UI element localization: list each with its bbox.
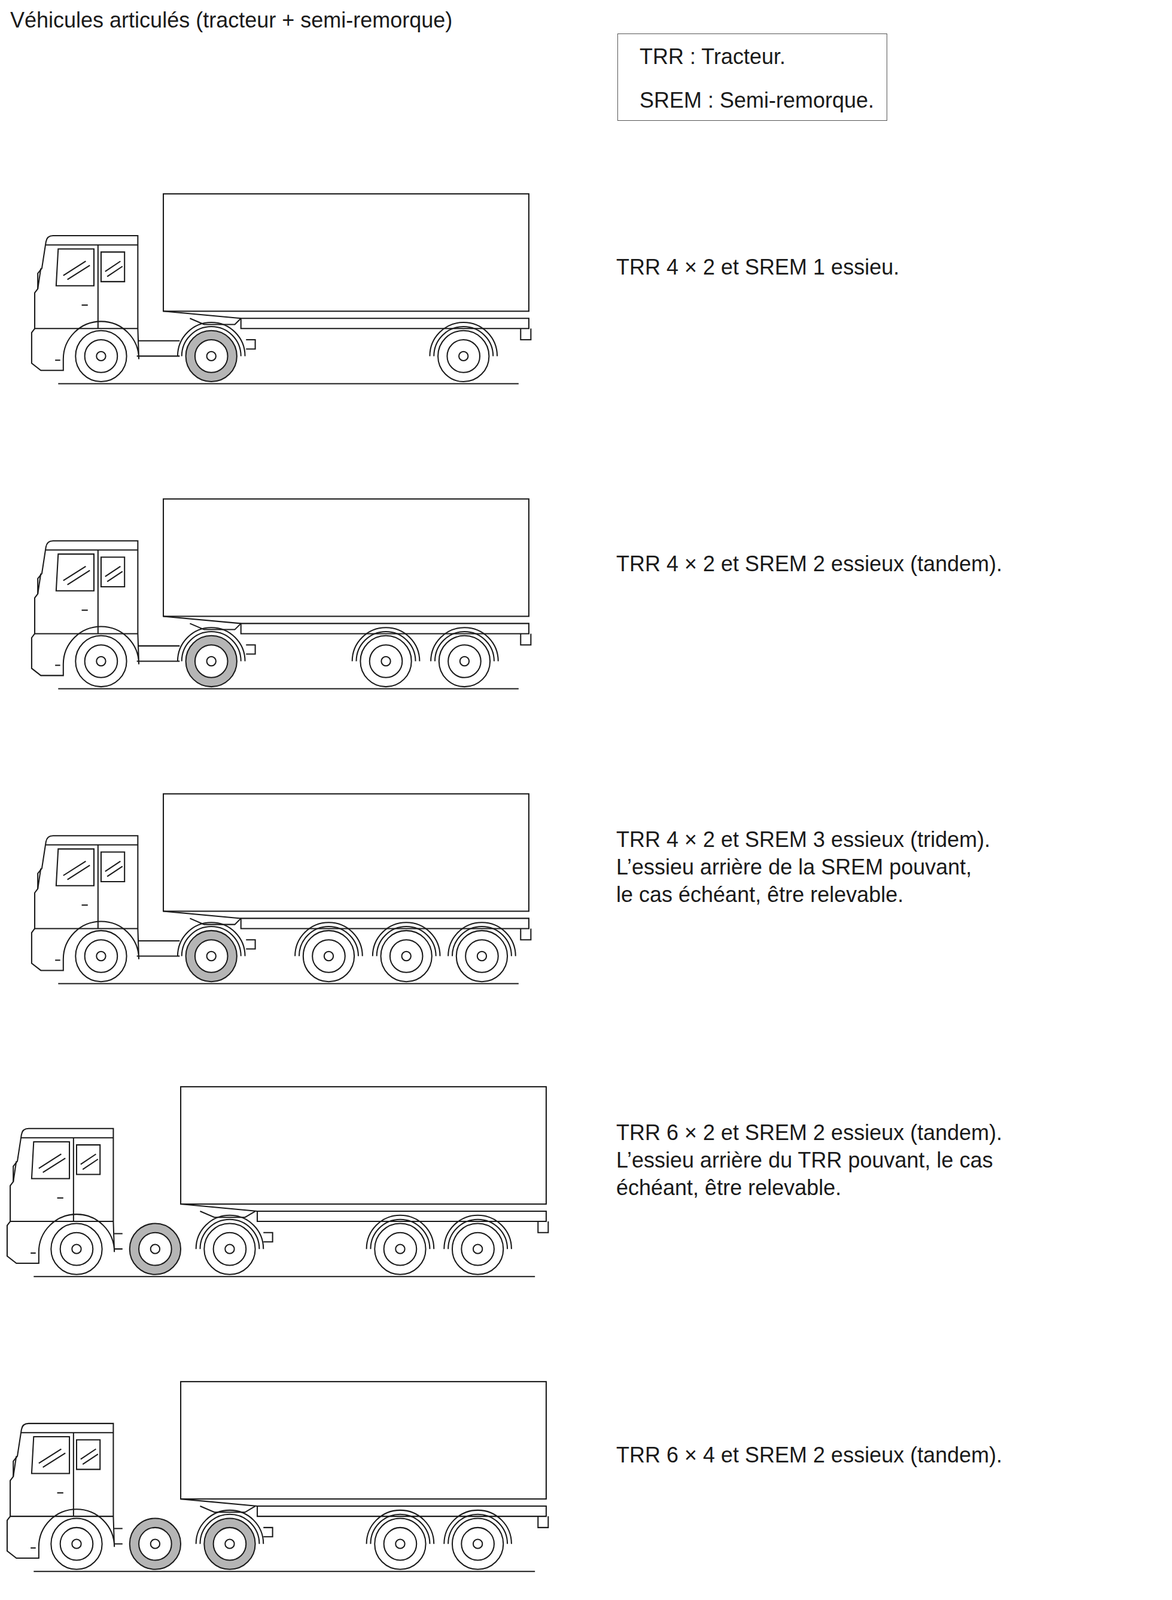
wheel (381, 930, 432, 982)
articulated-truck (7, 1381, 549, 1572)
wheel (50, 1223, 102, 1275)
wheel (439, 635, 490, 687)
vehicle-description: TRR 6 × 2 et SREM 2 essieux (tandem). L’… (616, 1119, 1012, 1202)
ground-line (58, 382, 519, 385)
wheel (452, 1518, 504, 1570)
drive-wheel (129, 1223, 181, 1275)
drive-wheel (129, 1518, 181, 1570)
abbreviation-box: TRR : Tracteur. SREM : Semi-remorque. (617, 33, 888, 121)
vehicle-description: TRR 4 × 2 et SREM 2 essieux (tandem). (616, 550, 1071, 578)
wheel (75, 635, 127, 687)
drive-wheel (186, 635, 237, 687)
vehicle-description: TRR 4 × 2 et SREM 1 essieu. (616, 253, 1071, 282)
articulated-truck (31, 498, 531, 689)
drive-wheel (186, 330, 237, 382)
wheel (374, 1223, 426, 1275)
diagram-title: Véhicules articulés (tracteur + semi-rem… (10, 6, 453, 35)
drive-wheel (204, 1518, 255, 1570)
wheel (204, 1223, 255, 1275)
wheel (303, 930, 355, 982)
articulated-truck (7, 1087, 549, 1277)
wheel (360, 635, 412, 687)
abbreviation-text: SREM : Semi-remorque. (639, 86, 876, 115)
semi-trailer (163, 498, 531, 645)
ground-line (58, 688, 519, 690)
wheel (75, 930, 127, 982)
ground-line (33, 1571, 535, 1573)
vehicle-description: TRR 6 × 4 et SREM 2 essieux (tandem). (616, 1441, 1071, 1470)
semi-trailer (163, 193, 531, 340)
semi-trailer (180, 1381, 549, 1528)
ground-line (33, 1276, 535, 1278)
wheel (75, 330, 127, 382)
semi-trailer (163, 793, 531, 940)
wheel (452, 1223, 504, 1275)
abbreviation-text: TRR : Tracteur. (639, 43, 876, 71)
wheel (437, 330, 489, 382)
drive-wheel (186, 930, 237, 982)
wheel (456, 930, 508, 982)
semi-trailer (180, 1087, 549, 1234)
articulated-truck (31, 793, 531, 984)
wheel (374, 1518, 426, 1570)
articulated-truck (31, 193, 531, 384)
vehicle-description: TRR 4 × 2 et SREM 3 essieux (tridem). L’… (616, 826, 994, 909)
ground-line (58, 983, 519, 985)
wheel (50, 1518, 102, 1570)
